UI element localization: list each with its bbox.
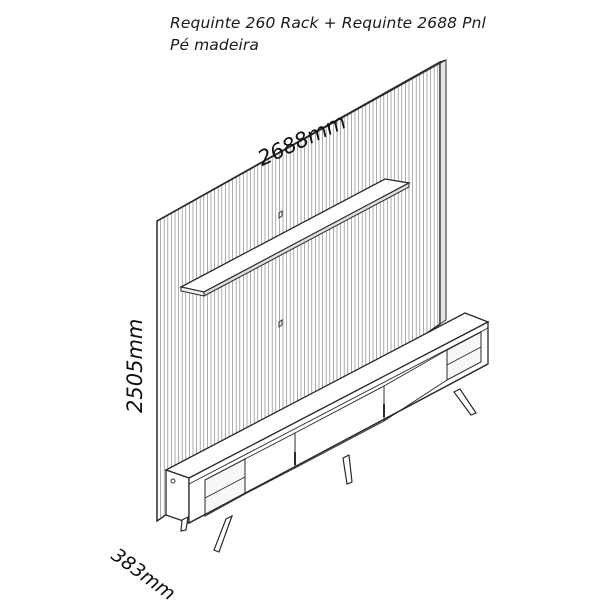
leg-front-left [213, 514, 234, 553]
panel-slats [160, 63, 439, 519]
leg-front-middle [342, 454, 353, 485]
panel-outline [156, 60, 441, 523]
shelf-side [203, 182, 410, 297]
tv-rack [164, 312, 490, 525]
height-dimension-label: 2505mm [123, 318, 147, 413]
title-line-1: Requinte 260 Rack + Requinte 2688 Pnl [170, 14, 486, 32]
leg-right [453, 388, 477, 416]
panel-right-edge [439, 59, 447, 325]
floating-shelf [179, 178, 411, 297]
rack-left-side [165, 469, 190, 524]
mount-mark-lower [278, 319, 283, 328]
leg-back-left [180, 515, 189, 532]
side-knob [170, 478, 176, 484]
rack-legs [180, 388, 477, 553]
slatted-panel [156, 59, 447, 523]
mount-mark-upper [278, 210, 283, 219]
title-line-2: Pé madeira [170, 36, 259, 54]
